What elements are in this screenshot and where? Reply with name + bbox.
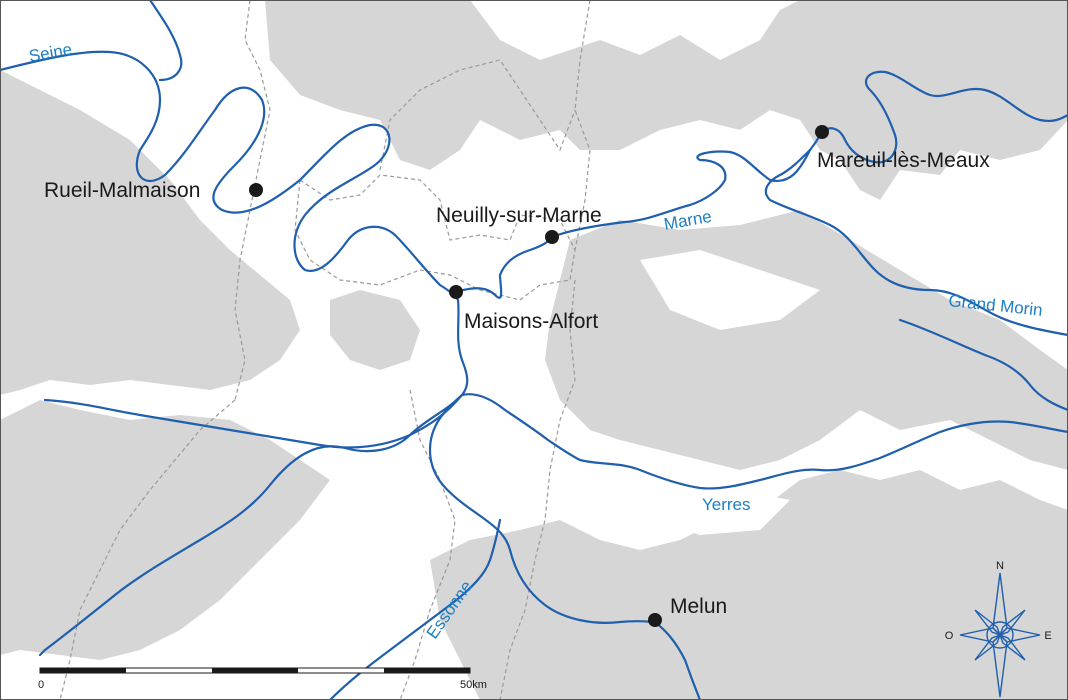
town-labels: Rueil-Malmaison Neuilly-sur-Marne Maison… bbox=[44, 149, 990, 618]
town-label-maisons: Maisons-Alfort bbox=[464, 310, 598, 333]
scale-bar-segment-3 bbox=[384, 668, 470, 673]
river-label-seine: Seine bbox=[27, 40, 73, 66]
river-marne-line bbox=[453, 70, 1068, 299]
valley-layer bbox=[150, 40, 820, 535]
river-nw-tributary-line bbox=[148, 0, 183, 82]
scale-bar: 0 50km bbox=[38, 667, 487, 691]
valley-south bbox=[620, 470, 790, 535]
town-label-mareuil: Mareuil-lès-Meaux bbox=[817, 149, 990, 172]
scale-bar-segment-1 bbox=[40, 668, 126, 673]
compass-east-label: E bbox=[1044, 630, 1051, 642]
boundaries-layer bbox=[59, 0, 591, 700]
scale-bar-segment-2 bbox=[212, 668, 298, 673]
town-label-melun: Melun bbox=[670, 595, 727, 618]
town-marker-rueil bbox=[249, 183, 263, 197]
town-label-rueil: Rueil-Malmaison bbox=[44, 179, 200, 202]
compass-rose-icon: N S O E bbox=[945, 560, 1052, 698]
terrain-southwest bbox=[0, 400, 330, 660]
valley-seine-north bbox=[150, 40, 262, 200]
river-essonne-line bbox=[328, 518, 502, 700]
boundary-southwest bbox=[59, 399, 236, 700]
boundary-east bbox=[574, 0, 591, 251]
boundary-south-middle bbox=[399, 389, 456, 700]
terrain-center bbox=[330, 290, 420, 370]
scale-end-label: 50km bbox=[460, 679, 487, 691]
river-labels: Seine Marne Grand Morin Yerres Essonne bbox=[27, 40, 1043, 643]
town-marker-maisons bbox=[449, 285, 463, 299]
compass-north-label: N bbox=[996, 560, 1004, 572]
town-marker-melun bbox=[648, 613, 662, 627]
valley-east bbox=[640, 250, 820, 330]
boundary-central-north bbox=[379, 59, 576, 171]
river-seine-south-line bbox=[428, 393, 702, 700]
terrain-north-center bbox=[265, 0, 1068, 200]
river-label-yerres: Yerres bbox=[702, 495, 751, 514]
river-marne-tributary-line bbox=[764, 148, 1068, 337]
town-marker-mareuil bbox=[815, 125, 829, 139]
terrain-south-center bbox=[430, 470, 1068, 700]
terrain-west bbox=[0, 70, 300, 395]
river-grand-morin-line bbox=[898, 318, 1068, 412]
river-yerres-line bbox=[43, 393, 1068, 490]
terrain-east bbox=[545, 210, 1068, 470]
boundary-southeast bbox=[499, 279, 576, 700]
scale-start-label: 0 bbox=[38, 679, 44, 691]
town-label-neuilly: Neuilly-sur-Marne bbox=[436, 204, 602, 227]
towns-layer bbox=[249, 125, 829, 627]
town-marker-neuilly bbox=[545, 230, 559, 244]
compass-west-label: O bbox=[945, 630, 954, 642]
